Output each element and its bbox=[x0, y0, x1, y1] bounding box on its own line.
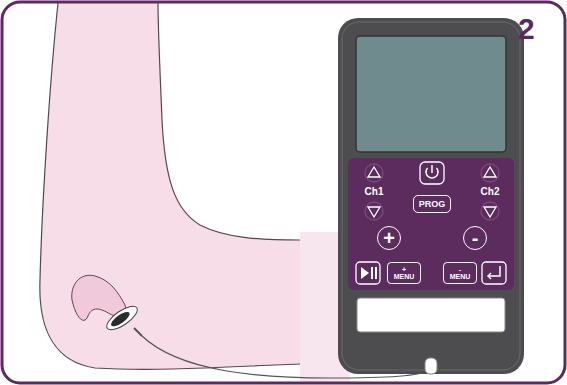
step-number: 2 bbox=[518, 14, 535, 44]
socket-notch bbox=[425, 358, 437, 374]
device-body bbox=[338, 18, 524, 374]
key-text: + bbox=[402, 266, 406, 273]
key-text: + bbox=[383, 228, 395, 248]
key-text: - bbox=[472, 228, 479, 248]
arm-fill bbox=[40, 3, 300, 369]
key-text: MENU bbox=[394, 273, 415, 280]
arm-outline bbox=[40, 3, 300, 369]
arm-outline bbox=[158, 3, 300, 240]
play-key bbox=[356, 262, 380, 284]
minus-key: - bbox=[463, 226, 487, 250]
device-rim bbox=[342, 22, 520, 370]
pause-symbol bbox=[375, 267, 377, 279]
key-text: - bbox=[459, 266, 461, 273]
channel-label: Ch1 bbox=[365, 187, 384, 197]
plus-key: + bbox=[377, 226, 401, 250]
label-window bbox=[357, 298, 505, 332]
power-key bbox=[420, 162, 444, 184]
key-text: MENU bbox=[450, 273, 471, 280]
enter-key bbox=[482, 262, 506, 284]
arrow-keys bbox=[365, 164, 499, 220]
screen bbox=[356, 36, 506, 152]
menu-key: -MENU bbox=[443, 262, 477, 284]
keypad-panel bbox=[348, 158, 514, 290]
channel-label: Ch2 bbox=[481, 187, 500, 197]
key-text: PROG bbox=[419, 200, 446, 209]
prog-key: PROG bbox=[413, 195, 451, 213]
play-symbol bbox=[361, 267, 369, 279]
lead-connector bbox=[134, 328, 142, 336]
enter-symbol bbox=[488, 266, 500, 279]
menu-key: +MENU bbox=[387, 262, 421, 284]
power-symbol bbox=[431, 165, 433, 173]
pause-symbol bbox=[371, 267, 373, 279]
